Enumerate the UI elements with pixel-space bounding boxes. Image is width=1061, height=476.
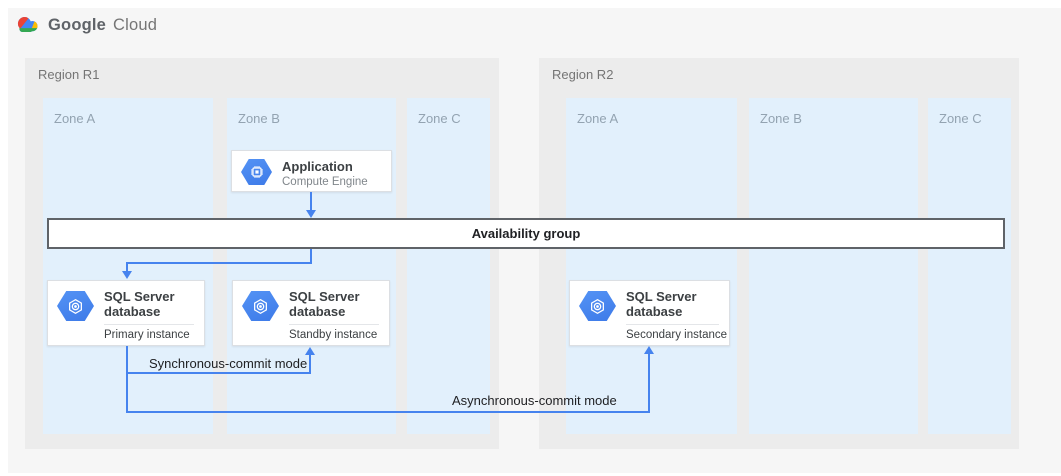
arrowhead-down-icon	[122, 271, 132, 279]
arrowhead-up-icon	[644, 346, 654, 354]
google-cloud-logo-icon	[17, 17, 38, 33]
availability-group-label: Availability group	[471, 226, 581, 241]
sql-secondary-title: SQL Server database	[626, 289, 697, 319]
sql-primary-subtitle: Primary instance	[104, 329, 190, 341]
async-commit-label: Asynchronous-commit mode	[452, 393, 617, 408]
card-divider	[626, 324, 719, 325]
zone-r2-c: Zone C	[928, 98, 1011, 434]
zone-r2-b-label: Zone B	[760, 111, 802, 126]
zone-r1-b: Zone B	[227, 98, 396, 434]
arrowhead-up-icon	[305, 347, 315, 355]
zone-r2-b: Zone B	[749, 98, 918, 434]
arrowhead-down-icon	[306, 210, 316, 218]
availability-group-bar: Availability group	[47, 218, 1005, 249]
card-divider	[289, 324, 379, 325]
logo-brand-text: Google	[48, 15, 107, 34]
sql-primary-title: SQL Server database	[104, 289, 175, 319]
zone-r2-c-label: Zone C	[939, 111, 982, 126]
application-title: Application	[282, 159, 353, 174]
sql-standby-card: SQL Server database Standby instance	[232, 280, 390, 346]
sql-primary-card: SQL Server database Primary instance	[47, 280, 205, 346]
compute-engine-icon	[241, 159, 272, 185]
zone-r2-a: Zone A	[566, 98, 737, 434]
zone-r1-c-label: Zone C	[418, 111, 461, 126]
zone-r1-c: Zone C	[407, 98, 490, 434]
sync-commit-label: Synchronous-commit mode	[149, 356, 308, 371]
region-r1-label: Region R1	[38, 67, 100, 82]
zone-r1-a-label: Zone A	[54, 111, 96, 126]
cloud-sql-icon	[242, 291, 279, 321]
sql-standby-title: SQL Server database	[289, 289, 360, 319]
sql-secondary-subtitle: Secondary instance	[626, 329, 728, 341]
application-subtitle: Compute Engine	[282, 176, 368, 188]
cloud-sql-icon	[57, 291, 94, 321]
application-card: Application Compute Engine	[231, 150, 392, 192]
google-cloud-logo: Google Cloud	[14, 14, 157, 36]
cloud-sql-icon	[579, 291, 616, 321]
sql-standby-subtitle: Standby instance	[289, 329, 378, 341]
zone-r1-a: Zone A	[43, 98, 213, 434]
zone-r1-b-label: Zone B	[238, 111, 280, 126]
zone-r2-a-label: Zone A	[577, 111, 619, 126]
sql-secondary-card: SQL Server database Secondary instance	[569, 280, 730, 346]
logo-product-text: Cloud	[113, 15, 158, 34]
region-r2-label: Region R2	[552, 67, 614, 82]
card-divider	[104, 324, 194, 325]
